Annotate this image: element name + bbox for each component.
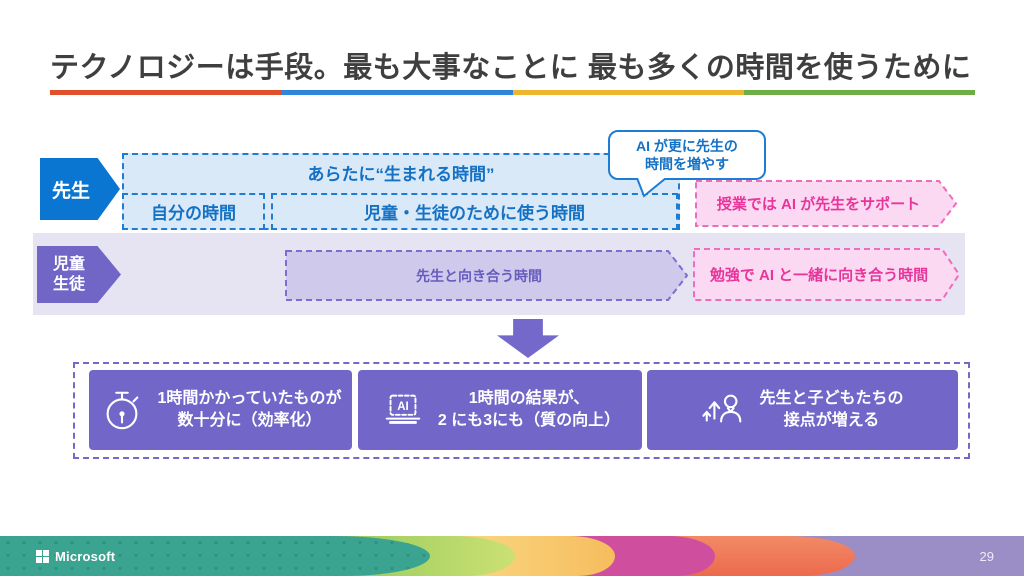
time-for-students-box: 児童・生徒のために使う時間 xyxy=(271,193,678,230)
own-time-box: 自分の時間 xyxy=(122,193,265,230)
underline-segment-yellow xyxy=(512,90,744,95)
callout-line2: 時間を増やす xyxy=(645,156,729,172)
pink-chevron-shape xyxy=(693,248,961,301)
down-arrow-icon xyxy=(497,319,559,358)
ai-callout-bubble: AI が更に先生の 時間を増やす xyxy=(608,130,766,180)
underline-segment-green xyxy=(743,90,975,95)
microsoft-logo-icon xyxy=(36,550,49,563)
new-time-label: あらたに“生まれる時間” xyxy=(307,165,495,184)
underline-segment-red xyxy=(50,90,282,95)
students-label-line1: 児童 xyxy=(52,256,85,274)
students-label-line2: 生徒 xyxy=(52,275,85,293)
title-underline xyxy=(50,90,975,95)
pink-chevron-shape xyxy=(695,180,958,227)
footer-teal-blob xyxy=(0,536,430,576)
study-with-ai-label: 勉強で AI と一緒に向き合う時間 xyxy=(709,267,929,284)
ai-supports-teacher-box: 授業では AI が先生をサポート xyxy=(695,180,958,227)
benefit-line2: 接点が増える xyxy=(783,412,880,429)
benefit-line1: 1時間の結果が、 xyxy=(468,389,590,407)
callout-tail xyxy=(636,178,667,198)
benefit-quality-box: AI 1時間の結果が、 2 にも3にも（質の向上） xyxy=(358,370,642,450)
person-growth-icon xyxy=(702,394,742,423)
callout-line1: AI が更に先生の xyxy=(636,137,738,154)
benefit-contact-box: 先生と子どもたちの 接点が増える xyxy=(647,370,958,450)
facing-teacher-label: 先生と向き合う時間 xyxy=(416,267,542,284)
benefit-efficiency-box: 1時間かかっていたものが 数十分に（効率化） xyxy=(89,370,352,450)
slide-footer: Microsoft 29 xyxy=(0,536,1024,576)
benefit-line2: 数十分に（効率化） xyxy=(177,412,322,429)
study-with-ai-box: 勉強で AI と一緒に向き合う時間 xyxy=(693,248,961,301)
benefit-line2: 2 にも3にも（質の向上） xyxy=(437,412,621,429)
purple-chevron-shape xyxy=(285,250,689,301)
page-number: 29 xyxy=(979,549,994,564)
teacher-row-label: 先生 xyxy=(40,158,120,220)
ai-icon-label: AI xyxy=(397,401,409,413)
microsoft-logo: Microsoft xyxy=(36,549,115,564)
ai-laptop-icon: AI xyxy=(385,394,421,424)
ai-supports-teacher-label: 授業では AI が先生をサポート xyxy=(716,196,921,213)
benefit-line1: 先生と子どもたちの xyxy=(759,389,904,407)
benefits-frame xyxy=(73,362,970,459)
slide-title: テクノロジーは手段。最も大事なことに 最も多くの時間を使うために xyxy=(50,52,972,84)
microsoft-logo-text: Microsoft xyxy=(55,549,116,564)
facing-teacher-box: 先生と向き合う時間 xyxy=(285,250,689,301)
stopwatch-icon xyxy=(107,391,139,430)
underline-segment-blue xyxy=(281,90,513,95)
benefit-line1: 1時間かかっていたものが xyxy=(157,389,342,407)
